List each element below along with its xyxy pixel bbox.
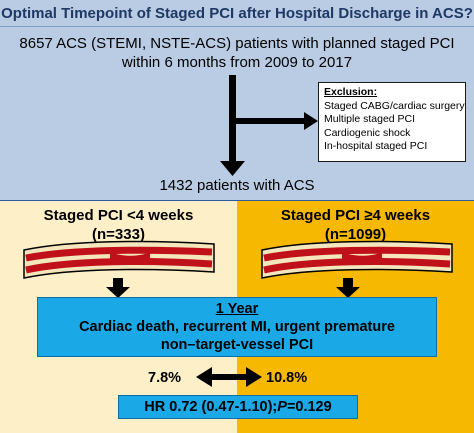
included-count: 1432 patients with ACS xyxy=(159,177,315,194)
double-arrow-icon xyxy=(196,367,262,387)
right-arrow-icon xyxy=(304,112,318,130)
right-group-label: Staged PCI ≥4 weeks (n=1099) xyxy=(237,206,474,244)
vessel-icon xyxy=(23,240,215,279)
down-arrow-icon xyxy=(229,75,236,163)
figure-title: Optimal Timepoint of Staged PCI after Ho… xyxy=(1,4,473,22)
exclusion-box: Exclusion: Staged CABG/cardiac surgery M… xyxy=(318,82,466,162)
down-arrow-icon xyxy=(220,161,245,176)
left-group-label: Staged PCI <4 weeks (n=333) xyxy=(0,206,237,244)
p-value: =0.129 xyxy=(286,399,332,415)
right-rate: 10.8% xyxy=(266,370,308,386)
right-group-name: Staged PCI ≥4 weeks xyxy=(280,207,431,224)
left-group-n: (n=333) xyxy=(92,226,145,243)
exclusion-item: In-hospital staged PCI xyxy=(324,140,428,152)
down-arrow-icon xyxy=(336,287,360,298)
cohort-line-1: 8657 ACS (STEMI, NSTE-ACS) patients with… xyxy=(19,35,455,52)
hazard-ratio-text: HR 0.72 (0.47-1.10); xyxy=(144,399,278,415)
outcome-line-1: Cardiac death, recurrent MI, urgent prem… xyxy=(79,319,395,335)
exclusion-item: Multiple staged PCI xyxy=(324,113,416,125)
left-group-name: Staged PCI <4 weeks xyxy=(43,207,194,224)
hazard-ratio-box: HR 0.72 (0.47-1.10); P=0.129 xyxy=(118,395,358,419)
vessel-icon xyxy=(261,240,453,279)
title-bar: Optimal Timepoint of Staged PCI after Ho… xyxy=(0,0,474,27)
cohort-line-2: within 6 months from 2009 to 2017 xyxy=(121,54,353,71)
down-arrow-icon xyxy=(343,278,353,288)
outcome-line-2: non–target-vessel PCI xyxy=(160,337,314,353)
down-arrow-icon xyxy=(106,287,130,298)
outcome-title: 1 Year xyxy=(215,301,259,317)
exclusion-item: Staged CABG/cardiac surgery xyxy=(324,99,465,112)
cohort-text: 8657 ACS (STEMI, NSTE-ACS) patients with… xyxy=(0,34,474,72)
exclusion-heading: Exclusion: xyxy=(324,86,378,98)
right-group-n: (n=1099) xyxy=(324,226,387,243)
right-arrow-icon xyxy=(236,118,306,124)
exclusion-item: Cardiogenic shock xyxy=(324,126,411,139)
down-arrow-icon xyxy=(113,278,123,288)
left-rate: 7.8% xyxy=(148,370,182,386)
outcome-box: 1 Year Cardiac death, recurrent MI, urge… xyxy=(37,297,437,357)
p-label: P xyxy=(277,399,287,415)
